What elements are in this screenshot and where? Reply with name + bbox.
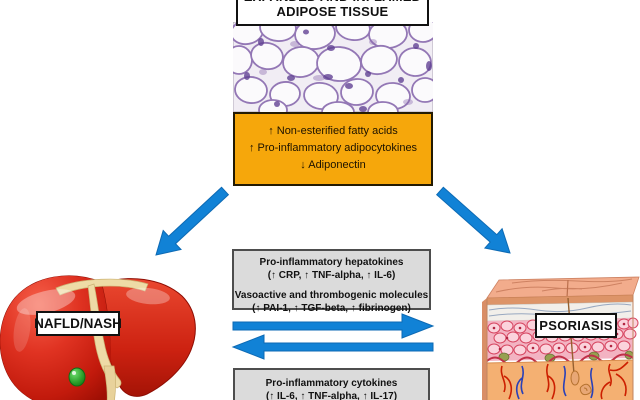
- cytokines-heading: Pro-inflammatory cytokines: [265, 378, 398, 389]
- cytokines-box: Pro-inflammatory cytokines (↑ IL-6, ↑ TN…: [233, 368, 430, 400]
- hepatokines-heading: Pro-inflammatory hepatokines: [259, 257, 404, 268]
- adipose-histology-image: [233, 22, 433, 112]
- hepatokines-detail: (↑ CRP, ↑ TNF-alpha, ↑ IL-6): [267, 270, 396, 281]
- skin-illustration: [482, 276, 640, 400]
- psoriasis-label: PSORIASIS: [535, 313, 617, 338]
- bidirectional-arrows: [231, 313, 435, 360]
- adipose-title-line2: ADIPOSE TISSUE: [276, 4, 389, 19]
- adipose-title-line1: EXPANDED AND INFLAMED: [238, 0, 427, 4]
- psoriasis-label-text: PSORIASIS: [539, 318, 613, 333]
- hepatokines-box: Pro-inflammatory hepatokines (↑ CRP, ↑ T…: [232, 249, 431, 314]
- nafld-label: NAFLD/NASH: [34, 311, 122, 336]
- factor-adipocytokines: ↑ Pro-inflammatory adipocytokines: [248, 142, 418, 154]
- arrow-adipose-to-skin: [435, 186, 511, 254]
- cytokines-detail: (↑ IL-6, ↑ TNF-alpha, ↑ IL-17): [265, 391, 398, 400]
- arrow-liver-to-skin: [232, 313, 435, 339]
- factor-adiponectin: ↓ Adiponectin: [300, 159, 366, 171]
- vasoactive-heading: Vasoactive and thrombogenic molecules: [234, 290, 429, 301]
- adipose-histology-drawing: [233, 22, 433, 112]
- liver-illustration: [0, 275, 196, 400]
- nafld-label-text: NAFLD/NASH: [34, 316, 122, 331]
- adipose-title-box: EXPANDED AND INFLAMED ADIPOSE TISSUE: [236, 0, 429, 26]
- vasoactive-detail: (↑ PAI-1, ↑ TGF-beta, ↑ fibrinogen): [252, 303, 411, 314]
- arrow-adipose-to-liver: [155, 186, 230, 256]
- arrow-skin-to-liver: [231, 334, 434, 360]
- adipose-factors-box: ↑ Non-esterified fatty acids ↑ Pro-infla…: [233, 112, 433, 186]
- spacer: [234, 282, 429, 289]
- factor-nefa: ↑ Non-esterified fatty acids: [268, 125, 398, 137]
